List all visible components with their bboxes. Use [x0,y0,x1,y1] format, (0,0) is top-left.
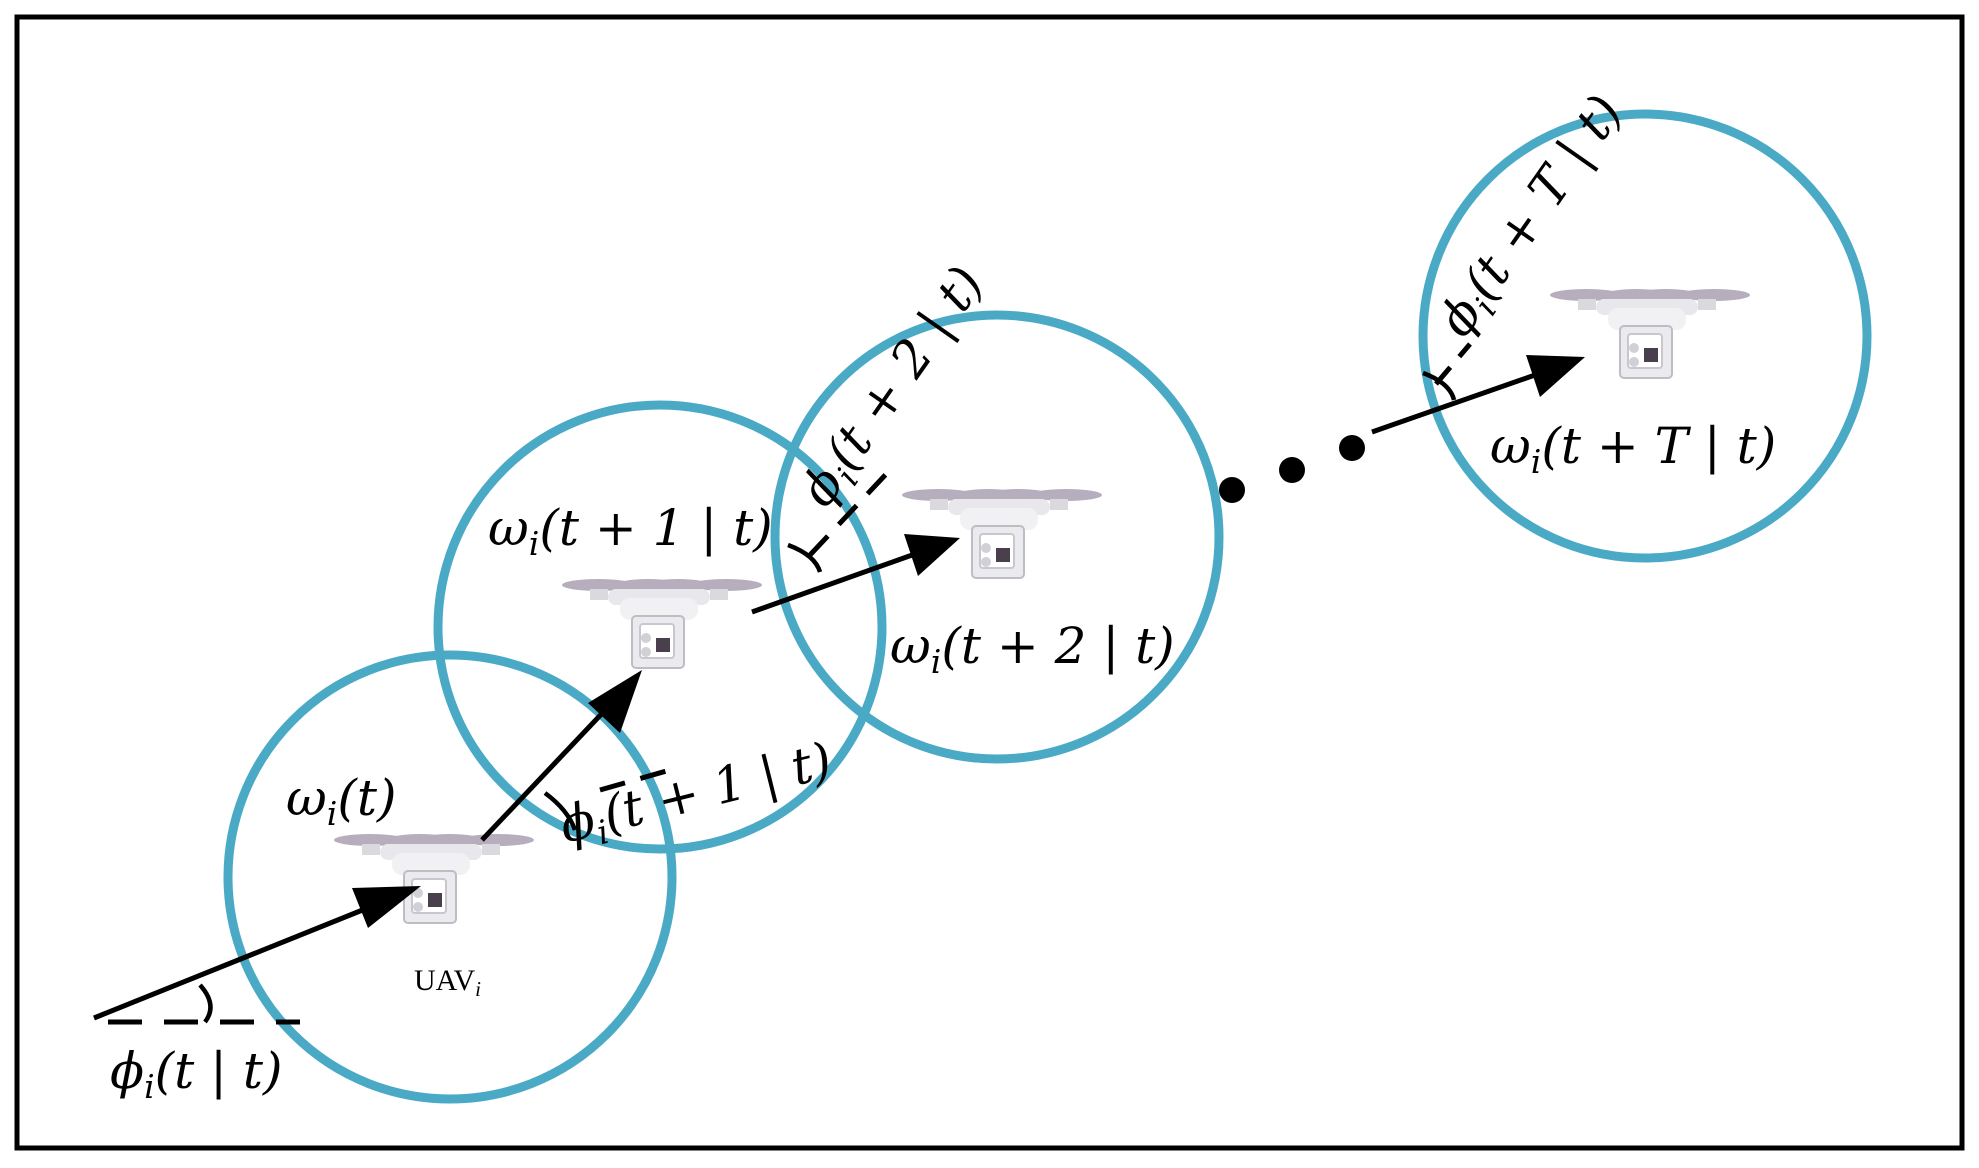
trajectory-arrow [1371,372,1536,435]
arrow-head [352,886,421,928]
uav-label: UAVi [414,964,481,1001]
quadcopter-drone-icon [561,578,763,669]
continuation-dot [1219,477,1245,503]
heading-label-t1: ϕi(t + 1 | t) [554,731,839,860]
heading-angle-arc [543,791,578,831]
heading-angle-arc [198,983,213,1024]
zone-circle-t2 [770,310,1224,764]
trajectory-arrow [480,703,612,842]
zone-circle-t [223,650,677,1104]
arrow-head [1526,355,1585,397]
zone-label-t: ωi(t) [286,769,396,833]
heading-angle-arc [1422,370,1457,401]
heading-angle-arc [787,542,823,573]
zone-circle-t1 [433,400,887,854]
heading-label-t2: ϕi(t + 2 | t) [788,256,1000,520]
arrow-head [904,534,960,576]
zone-label-tT: ωi(t + T | t) [1490,417,1776,481]
trajectory-arrow [751,551,916,615]
zone-label-t1: ωi(t + 1 | t) [488,499,773,563]
reference-dashed-line [1434,342,1472,386]
quadcopter-drone-icon [1549,288,1751,379]
continuation-dot [1279,457,1305,483]
reference-dashed-line [599,767,671,793]
heading-label-t: ϕi(t | t) [110,1042,283,1106]
reference-dashed-line [808,468,892,557]
continuation-dot [1339,435,1365,461]
zone-label-t2: ωi(t + 2 | t) [890,617,1175,681]
figure-border [14,14,1965,1151]
arrow-head [588,670,642,733]
trajectory-arrow [93,902,376,1021]
quadcopter-drone-icon [901,488,1103,579]
zone-circle-tT [1418,109,1872,563]
